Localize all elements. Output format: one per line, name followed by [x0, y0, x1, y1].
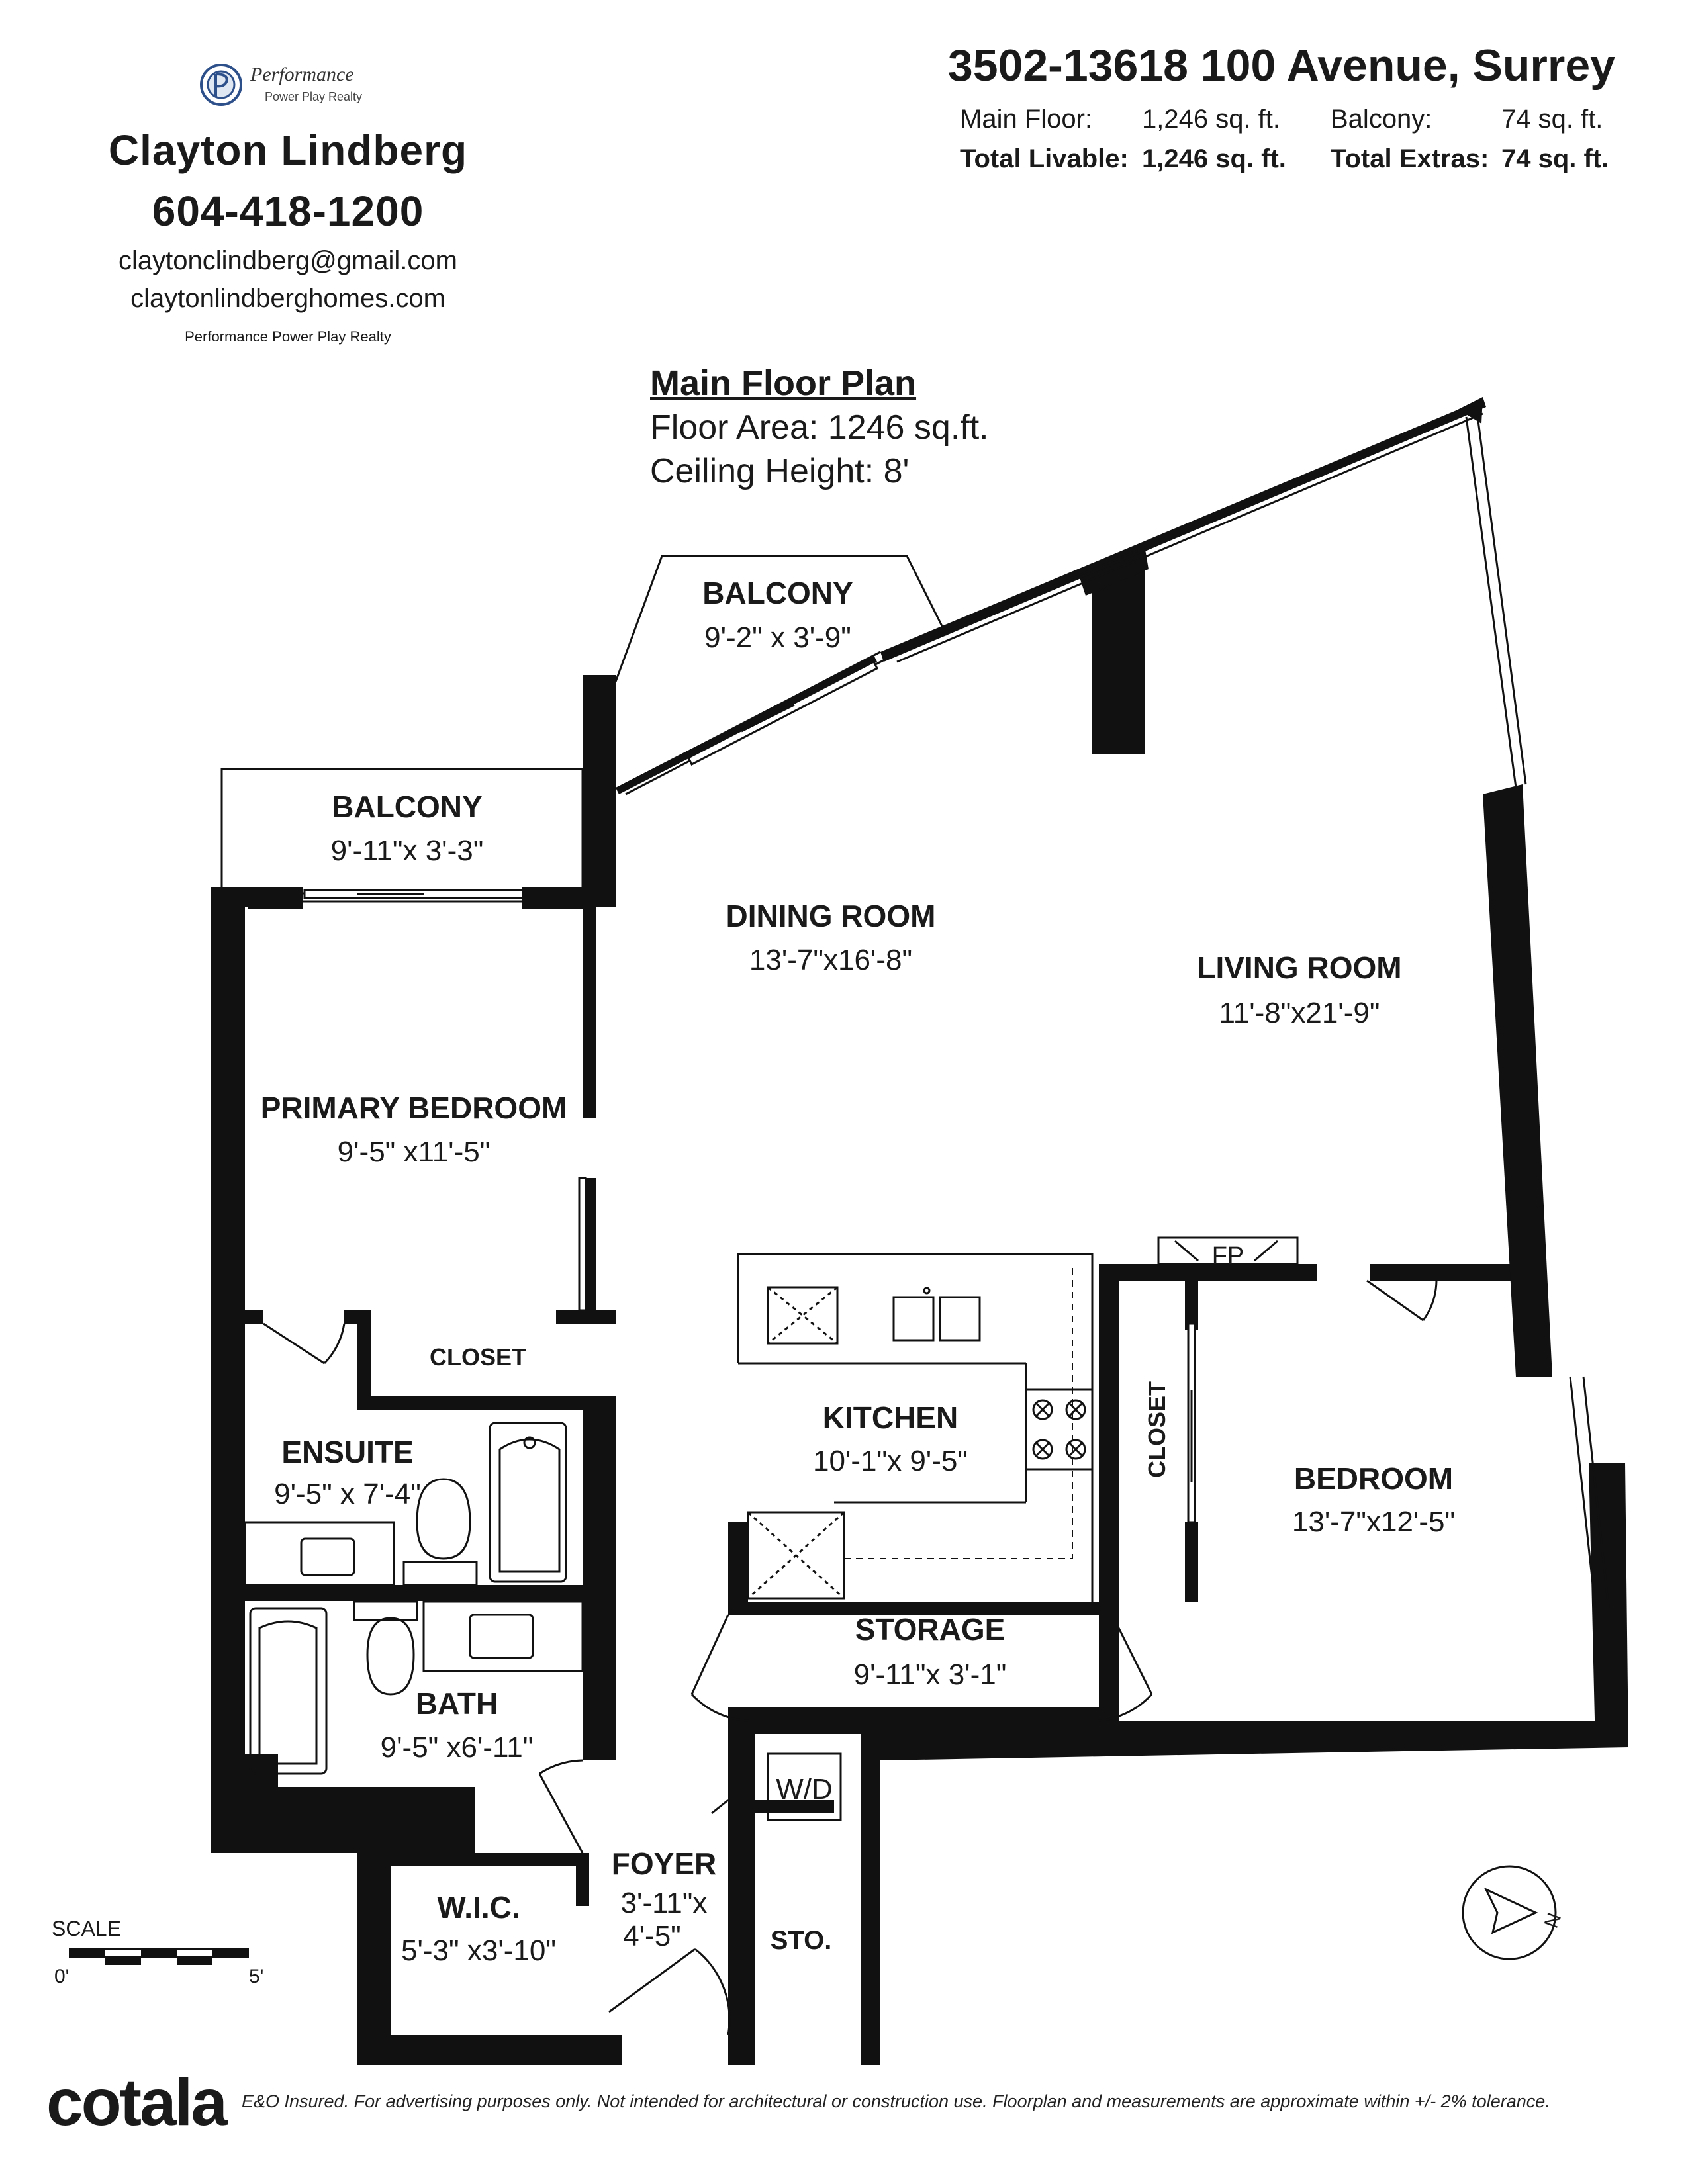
- agent-email: claytonclindberg@gmail.com: [118, 246, 457, 275]
- total-livable-value: 1,246 sq. ft.: [1142, 144, 1286, 173]
- fireplace-label: FP: [1212, 1242, 1244, 1270]
- brokerage-logo: Performance Power Play Realty: [199, 58, 391, 111]
- total-extras-label: Total Extras:: [1331, 144, 1489, 173]
- agent-contact: Clayton Lindberg 604-418-1200 claytoncli…: [0, 119, 576, 345]
- total-livable-label: Total Livable:: [960, 144, 1129, 173]
- listing-address: 3502-13618 100 Avenue, Surrey: [947, 40, 1615, 91]
- main-floor-value: 1,246 sq. ft.: [1142, 105, 1281, 134]
- plan-balconies: [220, 555, 948, 887]
- living-room-name: LIVING ROOM: [1197, 950, 1401, 985]
- balcony-left-name: BALCONY: [332, 790, 482, 824]
- bath-name: BATH: [416, 1686, 498, 1721]
- bath-dims: 9'-5" x6'-11": [381, 1731, 534, 1764]
- wic-name: W.I.C.: [437, 1890, 520, 1925]
- primary-bedroom-name: PRIMARY BEDROOM: [261, 1091, 567, 1125]
- kitchen-dims: 10'-1"x 9'-5": [813, 1445, 968, 1477]
- scale-label: SCALE: [52, 1917, 121, 1940]
- balcony-area-label: Balcony:: [1331, 105, 1432, 134]
- balcony-area-value: 74 sq. ft.: [1501, 105, 1603, 134]
- balcony-left-dims: 9'-11"x 3'-3": [331, 835, 484, 867]
- plan-sliding-doors: [248, 660, 1196, 1524]
- agent-phone: 604-418-1200: [152, 187, 424, 235]
- brokerage-logo-tagline: Power Play Realty: [265, 90, 363, 103]
- primary-bedroom-dims: 9'-5" x11'-5": [338, 1136, 491, 1168]
- balcony-upper-dims: 9'-2" x 3'-9": [704, 621, 851, 654]
- plan-walls: [211, 397, 1628, 2065]
- compass-north-label: N: [1540, 1910, 1566, 1931]
- bedroom-name: BEDROOM: [1294, 1461, 1453, 1496]
- storage-dims: 9'-11"x 3'-1": [854, 1659, 1007, 1691]
- cotala-logo: cotala: [46, 2066, 228, 2140]
- cooktop-burners: [1032, 1399, 1086, 1460]
- disclaimer-text: E&O Insured. For advertising purposes on…: [242, 2091, 1550, 2111]
- bedroom-dims: 13'-7"x12'-5": [1292, 1506, 1455, 1538]
- dining-room-name: DINING ROOM: [726, 899, 936, 933]
- bedroom-closet-name: CLOSET: [1143, 1381, 1170, 1478]
- storage-name: STORAGE: [855, 1612, 1006, 1647]
- wic-dims: 5'-3" x3'-10": [401, 1934, 556, 1967]
- foyer-dims: 3'-11"x: [621, 1887, 708, 1919]
- plan-floor-area: Floor Area: 1246 sq.ft.: [650, 408, 989, 447]
- scale-min-label: 0': [54, 1966, 70, 1987]
- agent-brokerage: Performance Power Play Realty: [185, 328, 391, 345]
- scale-max-label: 5': [249, 1966, 264, 1987]
- room-labels: BALCONY 9'-2" x 3'-9" BALCONY 9'-11"x 3'…: [261, 576, 1566, 1967]
- ensuite-name: ENSUITE: [281, 1435, 413, 1469]
- plan-header: Main Floor Plan Floor Area: 1246 sq.ft. …: [650, 363, 989, 491]
- dining-room-dims: 13'-7"x16'-8": [749, 944, 912, 976]
- living-room-dims: 11'-8"x21'-9": [1219, 997, 1380, 1029]
- main-floor-label: Main Floor:: [960, 105, 1093, 134]
- plan-fixtures: [69, 1236, 1557, 1960]
- plan-title: Main Floor Plan: [650, 363, 917, 403]
- foyer-name: FOYER: [612, 1846, 716, 1881]
- brokerage-logo-name: Performance: [250, 64, 354, 85]
- ensuite-dims: 9'-5" x 7'-4": [274, 1478, 421, 1510]
- balcony-upper-name: BALCONY: [702, 576, 853, 610]
- washer-dryer-label: W/D: [776, 1773, 833, 1805]
- agent-website: claytonlindberghomes.com: [130, 284, 445, 313]
- scale-bar: [70, 1949, 248, 1965]
- primary-closet-name: CLOSET: [430, 1343, 526, 1371]
- plan-ceiling-height: Ceiling Height: 8': [650, 452, 910, 490]
- kitchen-name: KITCHEN: [823, 1400, 958, 1435]
- agent-name: Clayton Lindberg: [108, 126, 468, 174]
- brokerage-logo-mark-icon: [200, 64, 242, 106]
- total-extras-value: 74 sq. ft.: [1501, 144, 1609, 173]
- plan-doors: [263, 1279, 1438, 2036]
- sto-name: STO.: [771, 1926, 832, 1955]
- foyer-dims-2: 4'-5": [623, 1920, 681, 1952]
